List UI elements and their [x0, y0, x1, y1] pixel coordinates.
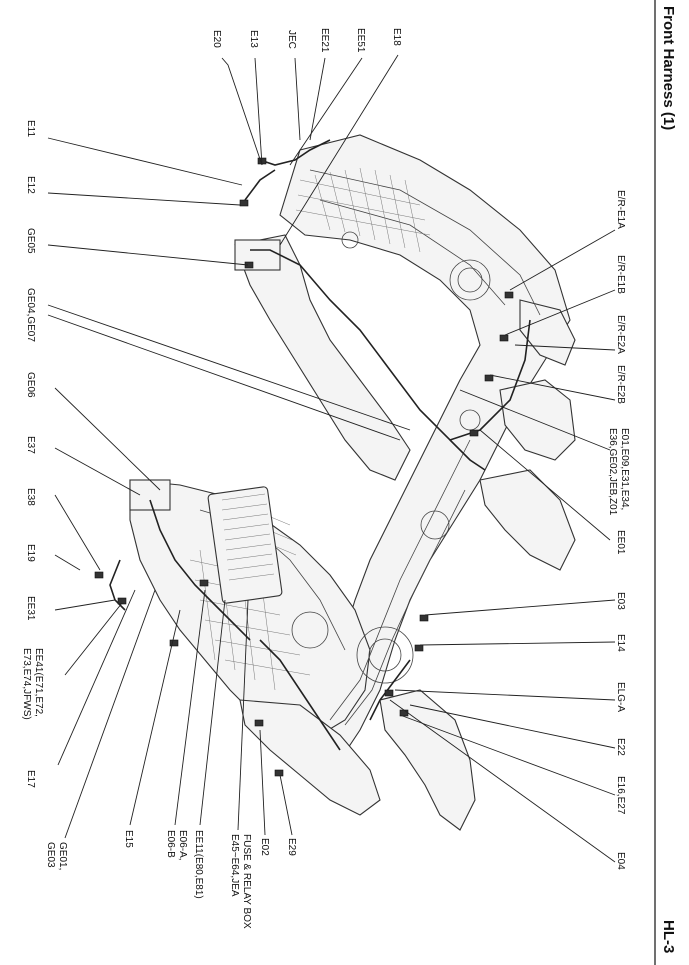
vehicle-harness-diagram-icon: [94, 134, 576, 831]
label-e38: E38: [25, 488, 36, 506]
label-ge01: GE01,: [57, 842, 68, 870]
label-e14: E14: [615, 634, 626, 652]
label-ee11: EE11(E80,E81): [193, 830, 204, 899]
label-e02: E02: [259, 838, 270, 856]
label-ge05: GE05: [25, 228, 36, 254]
label-e01-group-b: E36,GE02,JEB,Z01: [607, 428, 618, 516]
label-e29: E29: [286, 838, 297, 856]
label-ee41-b: E73,E74,JFWS): [21, 648, 32, 720]
label-ee41: EE41(E71,E72,: [33, 648, 44, 717]
label-e37: E37: [25, 436, 36, 454]
label-er-e1a: E/R-E1A: [615, 190, 626, 229]
label-er-e2b: E/R-E2B: [615, 365, 626, 404]
label-er-e2a: E/R-E2A: [615, 315, 626, 354]
callout-labels: E20 E13 JEC EE21 EE51 E18 E11 E12 GE05 G…: [21, 28, 630, 929]
label-fuse-relay-box-b: E45~E64,JEA: [229, 834, 240, 897]
label-ge04-ge07: GE04,GE07: [25, 288, 36, 342]
label-ee01: EE01: [615, 530, 626, 555]
label-er-e1b: E/R-E1B: [615, 255, 626, 294]
label-e19: E19: [25, 544, 36, 562]
label-fuse-relay-box: FUSE & RELAY BOX: [241, 834, 252, 929]
label-ee31: EE31: [25, 596, 36, 621]
label-e16-e27: E16,E27: [615, 776, 626, 815]
label-e04: E04: [615, 852, 626, 870]
label-e20: E20: [211, 30, 222, 48]
label-e18: E18: [391, 28, 402, 46]
leader-lines: [47, 54, 616, 863]
label-elg-a: ELG-A: [615, 682, 626, 712]
label-ge06: GE06: [25, 372, 36, 398]
label-ge01-b: GE03: [45, 842, 56, 868]
label-ee51: EE51: [355, 28, 366, 53]
page-title: Front Harness (1): [660, 6, 677, 130]
label-e17: E17: [25, 770, 36, 788]
label-e06: E06-A,: [177, 830, 188, 861]
label-e03: E03: [615, 592, 626, 610]
label-jec: JEC: [286, 30, 297, 49]
label-e22: E22: [615, 738, 626, 756]
label-e01-group: E01,E09,E31,E34,: [619, 428, 630, 510]
label-ee21: EE21: [319, 28, 330, 53]
label-e06-b: E06-B: [165, 830, 176, 858]
label-e13: E13: [248, 30, 259, 48]
label-e11: E11: [25, 120, 36, 137]
label-e15: E15: [123, 830, 134, 848]
label-e12: E12: [25, 176, 36, 194]
page-number: HL-3: [660, 920, 677, 953]
